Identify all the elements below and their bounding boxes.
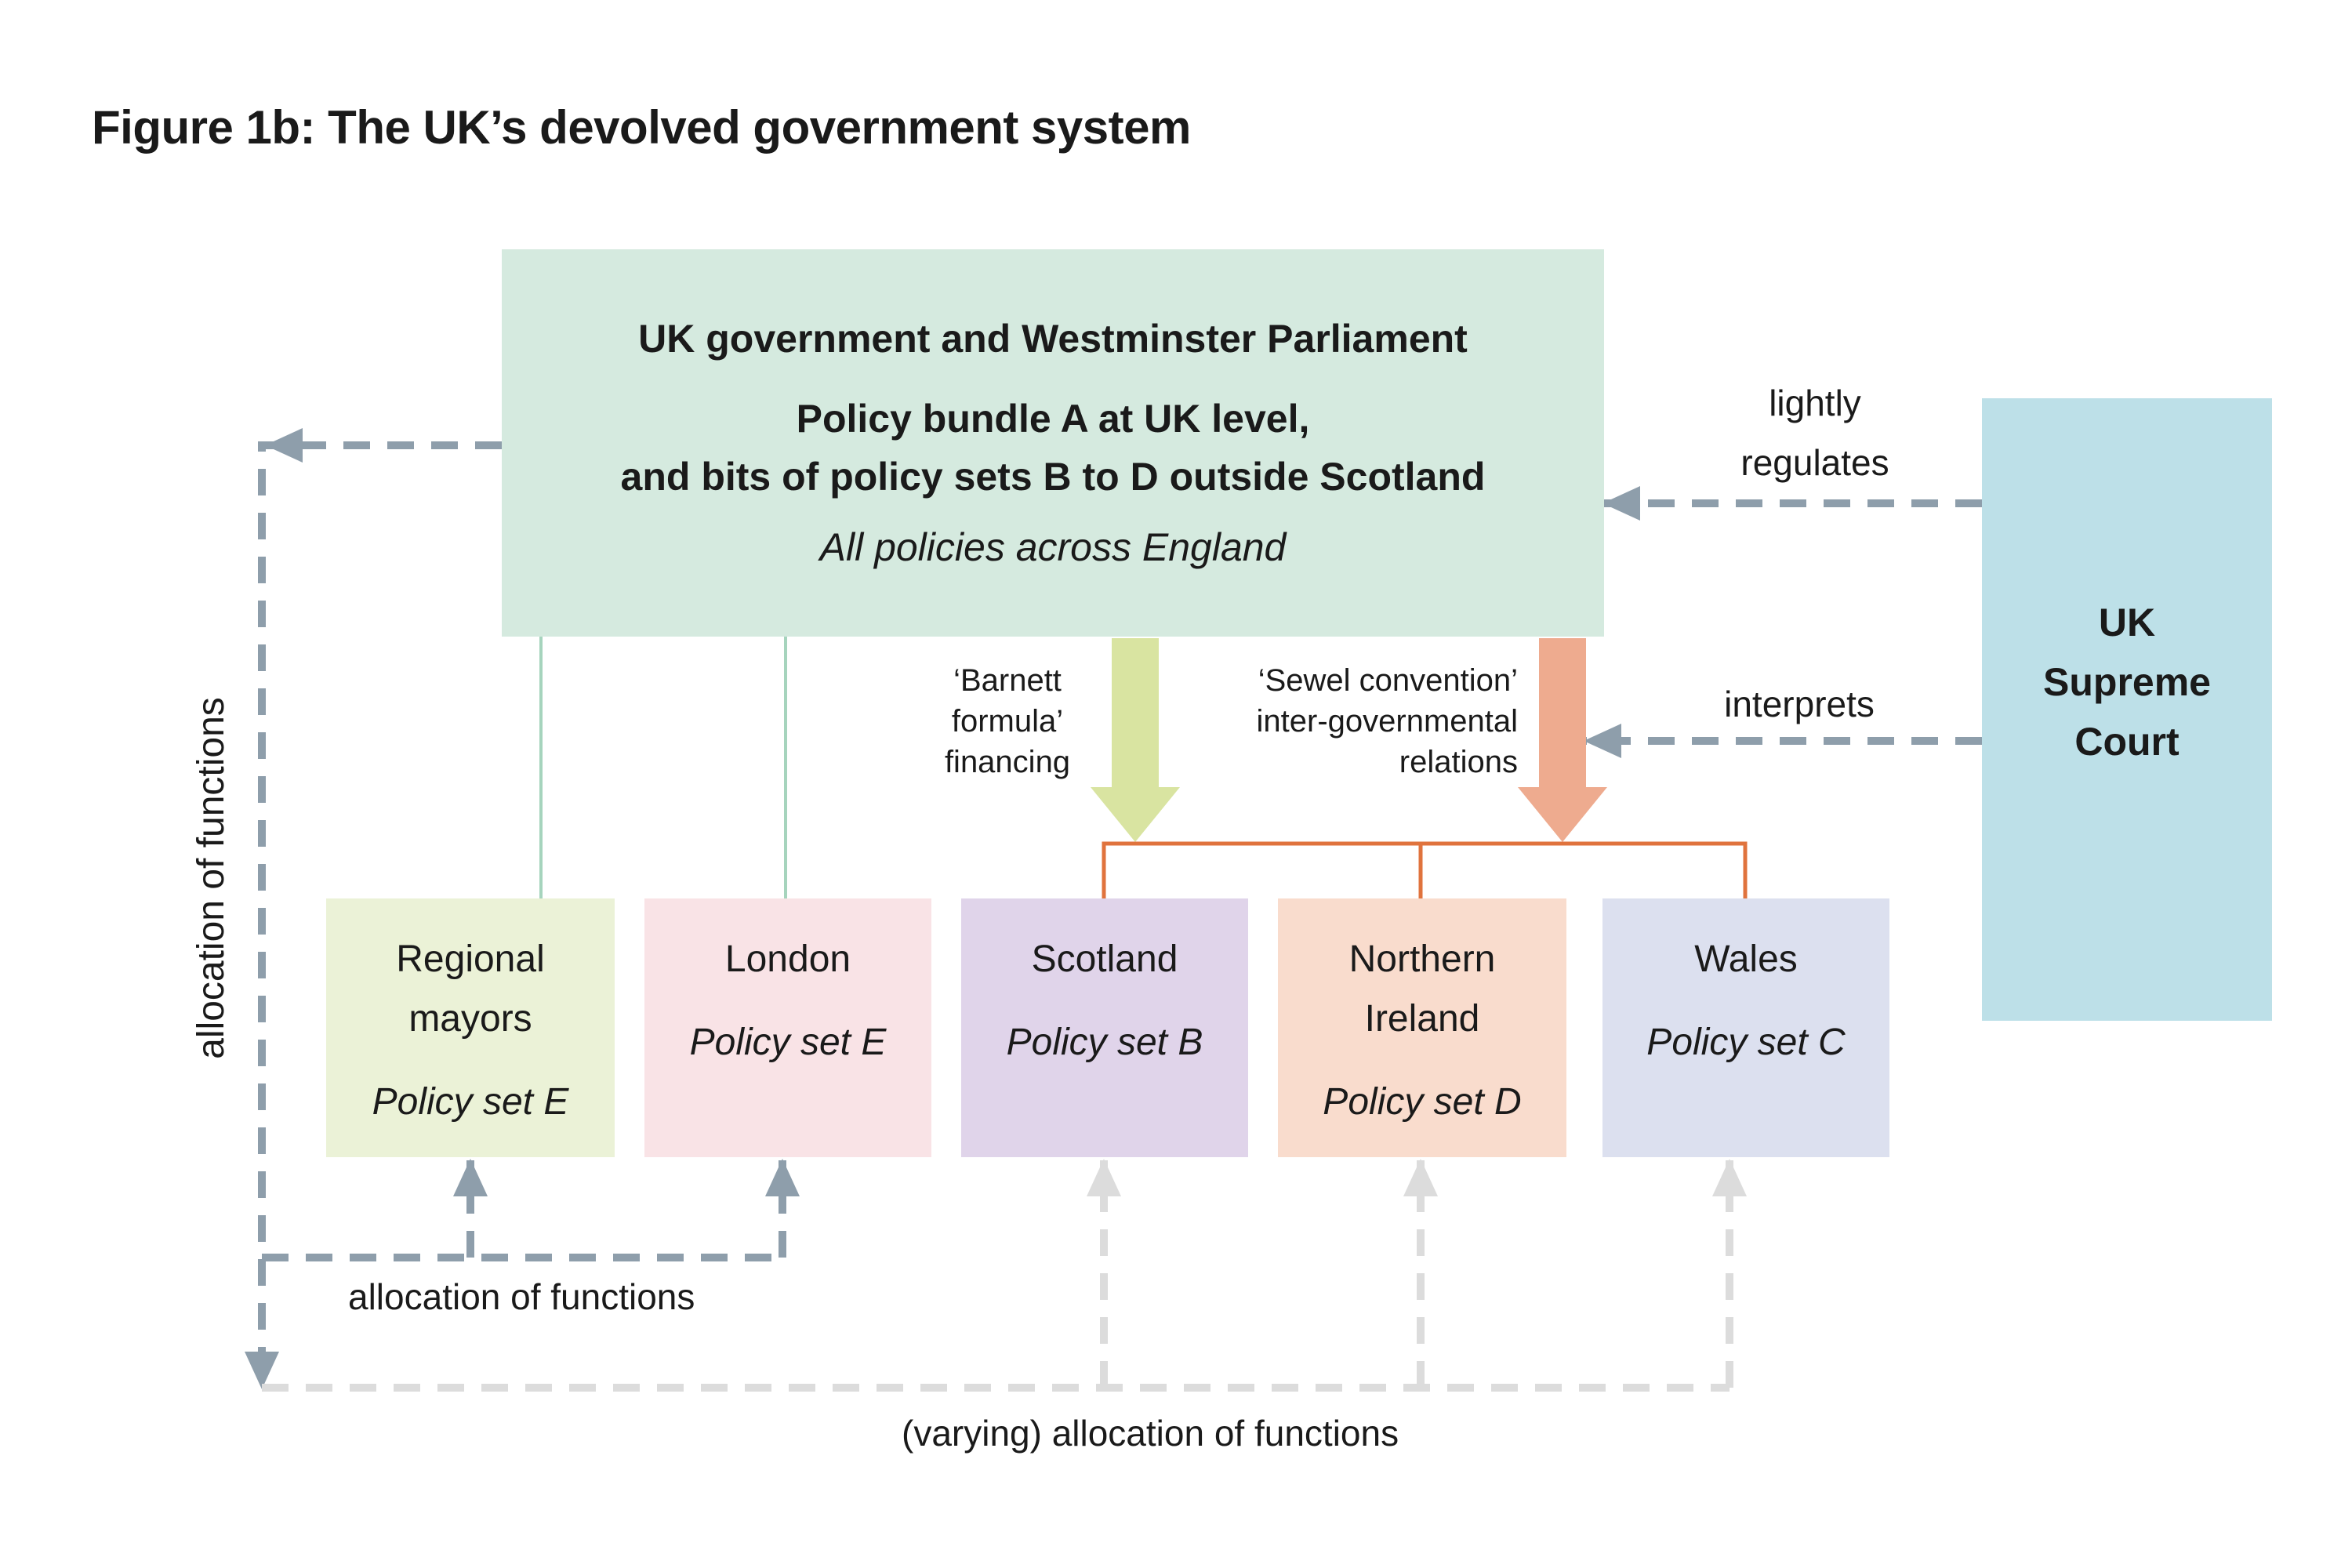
wales-box: Wales Policy set C xyxy=(1602,898,1889,1157)
sewel-line-3: relations xyxy=(1399,745,1518,779)
uk-england-policies: All policies across England xyxy=(819,525,1287,569)
sewel-convention-label: ‘Sewel convention’ inter-governmental re… xyxy=(1212,657,1519,786)
court-line-court: Court xyxy=(2074,720,2180,764)
barnett-line-3: financing xyxy=(944,745,1071,779)
interprets-label: interprets xyxy=(1670,673,1929,735)
court-line-uk: UK xyxy=(2098,601,2156,644)
wales-policy: Policy set C xyxy=(1646,1022,1846,1063)
regional-mayors-box: Regional mayors Policy set E xyxy=(326,898,615,1157)
lightly-regulates-label: lightly regulates xyxy=(1686,370,1944,495)
scotland-name: Scotland xyxy=(1031,938,1178,980)
sewel-line-1: ‘Sewel convention’ xyxy=(1258,663,1518,698)
uk-government-title: UK government and Westminster Parliament xyxy=(638,317,1468,361)
scotland-policy: Policy set B xyxy=(1006,1022,1203,1063)
sewel-convention-arrow xyxy=(1518,638,1607,842)
allocation-vertical-label: allocation of functions xyxy=(191,697,232,1059)
interprets-text: interprets xyxy=(1724,684,1875,724)
court-line-supreme: Supreme xyxy=(2043,660,2211,704)
wales-name: Wales xyxy=(1694,938,1798,980)
scotland-box: Scotland Policy set B xyxy=(961,898,1248,1157)
lightly-text: lightly xyxy=(1769,383,1861,423)
regulates-text: regulates xyxy=(1740,442,1889,483)
london-box: London Policy set E xyxy=(644,898,931,1157)
northern-ireland-policy: Policy set D xyxy=(1323,1081,1522,1123)
regional-mayors-policy: Policy set E xyxy=(372,1081,569,1123)
allocation-varying-label: (varying) allocation of functions xyxy=(902,1413,1399,1454)
uk-government-box: UK government and Westminster Parliament… xyxy=(502,249,1604,637)
barnett-formula-label: ‘Barnett formula’ financing xyxy=(917,657,1098,786)
regional-mayors-name: Regional xyxy=(396,938,545,980)
uk-policy-sets: and bits of policy sets B to D outside S… xyxy=(620,455,1486,499)
sewel-line-2: inter-governmental xyxy=(1256,704,1519,739)
london-policy: Policy set E xyxy=(689,1022,887,1063)
uk-policy-bundle: Policy bundle A at UK level, xyxy=(796,397,1310,441)
barnett-line-2: formula’ xyxy=(951,704,1064,739)
barnett-financing-arrow xyxy=(1091,638,1180,842)
allocation-local-label: allocation of functions xyxy=(348,1276,695,1317)
london-name: London xyxy=(724,938,851,980)
northern-ireland-name: Northern xyxy=(1348,938,1496,980)
allocation-left-arrow xyxy=(245,441,502,1389)
barnett-line-1: ‘Barnett xyxy=(953,663,1062,698)
supreme-court-box: UK Supreme Court xyxy=(1982,398,2272,1021)
northern-ireland-box: Northern Ireland Policy set D xyxy=(1278,898,1566,1157)
devolved-bracket xyxy=(1102,841,1748,898)
regional-mayors-name-2: mayors xyxy=(408,998,532,1040)
figure-title: Figure 1b: The UK’s devolved government … xyxy=(92,101,1191,154)
northern-ireland-name-2: Ireland xyxy=(1364,998,1480,1040)
